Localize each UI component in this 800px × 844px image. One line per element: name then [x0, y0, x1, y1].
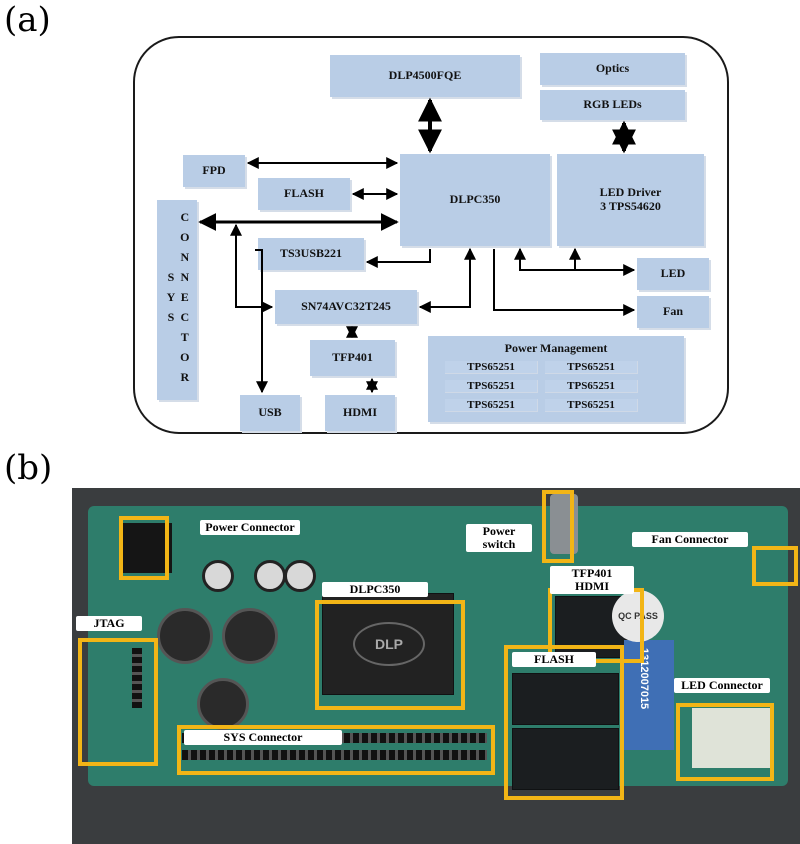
ts3usb221-block: TS3USB221	[258, 238, 364, 270]
pm-cell-5: TPS65251	[445, 399, 538, 412]
highlight-power-connector	[119, 516, 169, 580]
led-connector-body	[692, 708, 772, 768]
sys-pins-bottom	[182, 750, 487, 760]
label-jtag: JTAG	[76, 616, 142, 632]
sys-connector-block: SYS CONNECTOR	[157, 200, 197, 400]
capacitor-2	[254, 560, 286, 592]
highlight-sys-connector	[177, 725, 495, 775]
capacitor-3	[284, 560, 316, 592]
optics-block: Optics	[540, 53, 685, 85]
rgb-leds-block: RGB LEDs	[540, 90, 685, 120]
serial-sticker: 1312007015	[624, 640, 674, 750]
highlight-jtag	[78, 638, 158, 766]
arrow-usb-ts3usb	[255, 249, 268, 394]
diagram-connections	[198, 97, 636, 394]
pm-cell-2: TPS65251	[545, 361, 638, 374]
led-driver-part: 3 TPS54620	[600, 199, 661, 213]
led-driver-label: LED Driver	[599, 185, 662, 200]
pm-cell-1: TPS65251	[445, 361, 538, 374]
panel-label-a: (a)	[4, 0, 51, 40]
label-dlpc350: DLPC350	[322, 582, 428, 598]
arrow-dlpc350-ts3usb	[365, 249, 431, 268]
label-fan-connector: Fan Connector	[632, 532, 748, 548]
arrow-dlpc350-fan	[493, 249, 636, 316]
inductor-2	[222, 608, 278, 664]
label-sys-connector: SYS Connector	[184, 730, 342, 746]
power-management-title: Power Management	[504, 341, 608, 355]
inductor-1	[157, 608, 213, 664]
panel-label-b: (b)	[4, 448, 53, 488]
fan-block: Fan	[637, 296, 709, 328]
flash-block: FLASH	[258, 178, 350, 210]
arrow-sys-sn74	[230, 223, 274, 313]
fpd-block: FPD	[183, 155, 245, 187]
label-flash: FLASH	[512, 652, 596, 668]
power-jack	[122, 523, 172, 573]
qc-pass-sticker: QC PASS	[612, 590, 664, 642]
pm-cell-6: TPS65251	[545, 399, 638, 412]
serial-number: 1312007015	[638, 648, 650, 710]
tfp401-block: TFP401	[310, 340, 395, 376]
led-driver-block: LED Driver 3 TPS54620	[557, 154, 704, 246]
usb-block: USB	[240, 395, 300, 431]
label-power-connector: Power Connector	[200, 520, 300, 536]
led-block: LED	[637, 258, 709, 290]
pm-cell-3: TPS65251	[445, 380, 538, 393]
highlight-power-switch	[542, 490, 574, 563]
board-photo: DLP 1312007015 QC PASS Power Connector P…	[72, 488, 800, 844]
label-tfp401-hdmi: TFP401 HDMI	[550, 566, 634, 595]
label-power-switch: Power switch	[466, 524, 532, 553]
pm-cell-4: TPS65251	[545, 380, 638, 393]
highlight-dlpc350	[315, 600, 465, 710]
flash-chip-top	[512, 673, 619, 725]
highlight-fan-connector	[752, 546, 798, 586]
highlight-led-connector	[676, 703, 774, 781]
dlp4500fqe-block: DLP4500FQE	[330, 55, 520, 97]
inductor-3	[197, 678, 249, 730]
sys-connector-label: SYS CONNECTOR	[164, 210, 192, 390]
dlpc350-block: DLPC350	[400, 154, 550, 246]
arrow-dlpc350-sn74	[418, 247, 476, 313]
sn74avc32t245-block: SN74AVC32T245	[275, 290, 417, 324]
dlp-logo: DLP	[353, 622, 425, 666]
arrow-dlpc350-led	[514, 247, 636, 276]
flash-chip-bottom	[512, 728, 619, 790]
capacitor-1	[202, 560, 234, 592]
highlight-flash	[504, 645, 624, 800]
hdmi-block: HDMI	[325, 395, 395, 431]
label-led-connector: LED Connector	[674, 678, 770, 694]
